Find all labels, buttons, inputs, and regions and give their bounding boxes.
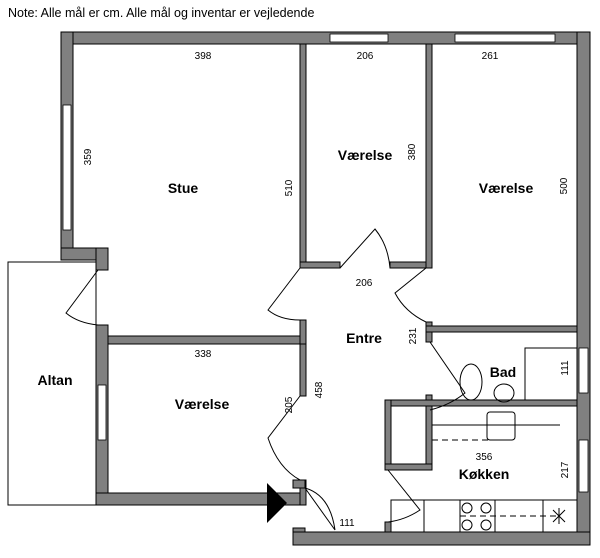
dim-vaerelse-right-height: 500 — [559, 177, 570, 194]
room-label-entre: Entre — [346, 330, 382, 346]
dim-vaerelse-lower-width: 338 — [195, 349, 212, 360]
walls — [60, 31, 591, 546]
dim-vaerelse-middle-width: 206 — [357, 51, 374, 62]
dim-entre-width: 206 — [356, 278, 373, 289]
dim-vaerelse-middle-height: 380 — [407, 143, 418, 160]
dim-koekken-height: 217 — [560, 461, 571, 478]
room-label-vaerelse-right: Værelse — [479, 180, 534, 196]
dim-koekken-width: 356 — [476, 452, 493, 463]
dim-vaerelse-right-width: 261 — [482, 51, 499, 62]
dimension-labels: 398 206 261 359 510 380 500 206 231 338 … — [83, 51, 571, 529]
dim-bad-height: 111 — [560, 360, 571, 376]
dim-stue-window: 359 — [83, 148, 94, 165]
dim-stue-height: 510 — [284, 179, 295, 196]
room-label-vaerelse-lower: Værelse — [175, 396, 230, 412]
room-labels: Stue Værelse Værelse Altan Værelse Entre… — [38, 147, 534, 482]
room-label-altan: Altan — [38, 372, 73, 388]
room-label-koekken: Køkken — [459, 466, 510, 482]
room-label-bad: Bad — [490, 364, 516, 380]
dim-vaerelse-lower-height: 205 — [284, 396, 295, 413]
dim-stue-width: 398 — [195, 51, 212, 62]
room-label-vaerelse-middle: Værelse — [338, 147, 393, 163]
fixtures — [390, 347, 578, 533]
room-label-stue: Stue — [168, 180, 199, 196]
windows — [62, 33, 589, 493]
dim-entre-height: 458 — [314, 381, 325, 398]
doors — [65, 228, 466, 531]
entrance-arrow-icon — [267, 483, 287, 523]
dim-entre-side: 231 — [408, 327, 419, 344]
dim-entre-bottom: 111 — [339, 518, 355, 529]
plan-note: Note: Alle mål er cm. Alle mål og invent… — [8, 6, 315, 20]
